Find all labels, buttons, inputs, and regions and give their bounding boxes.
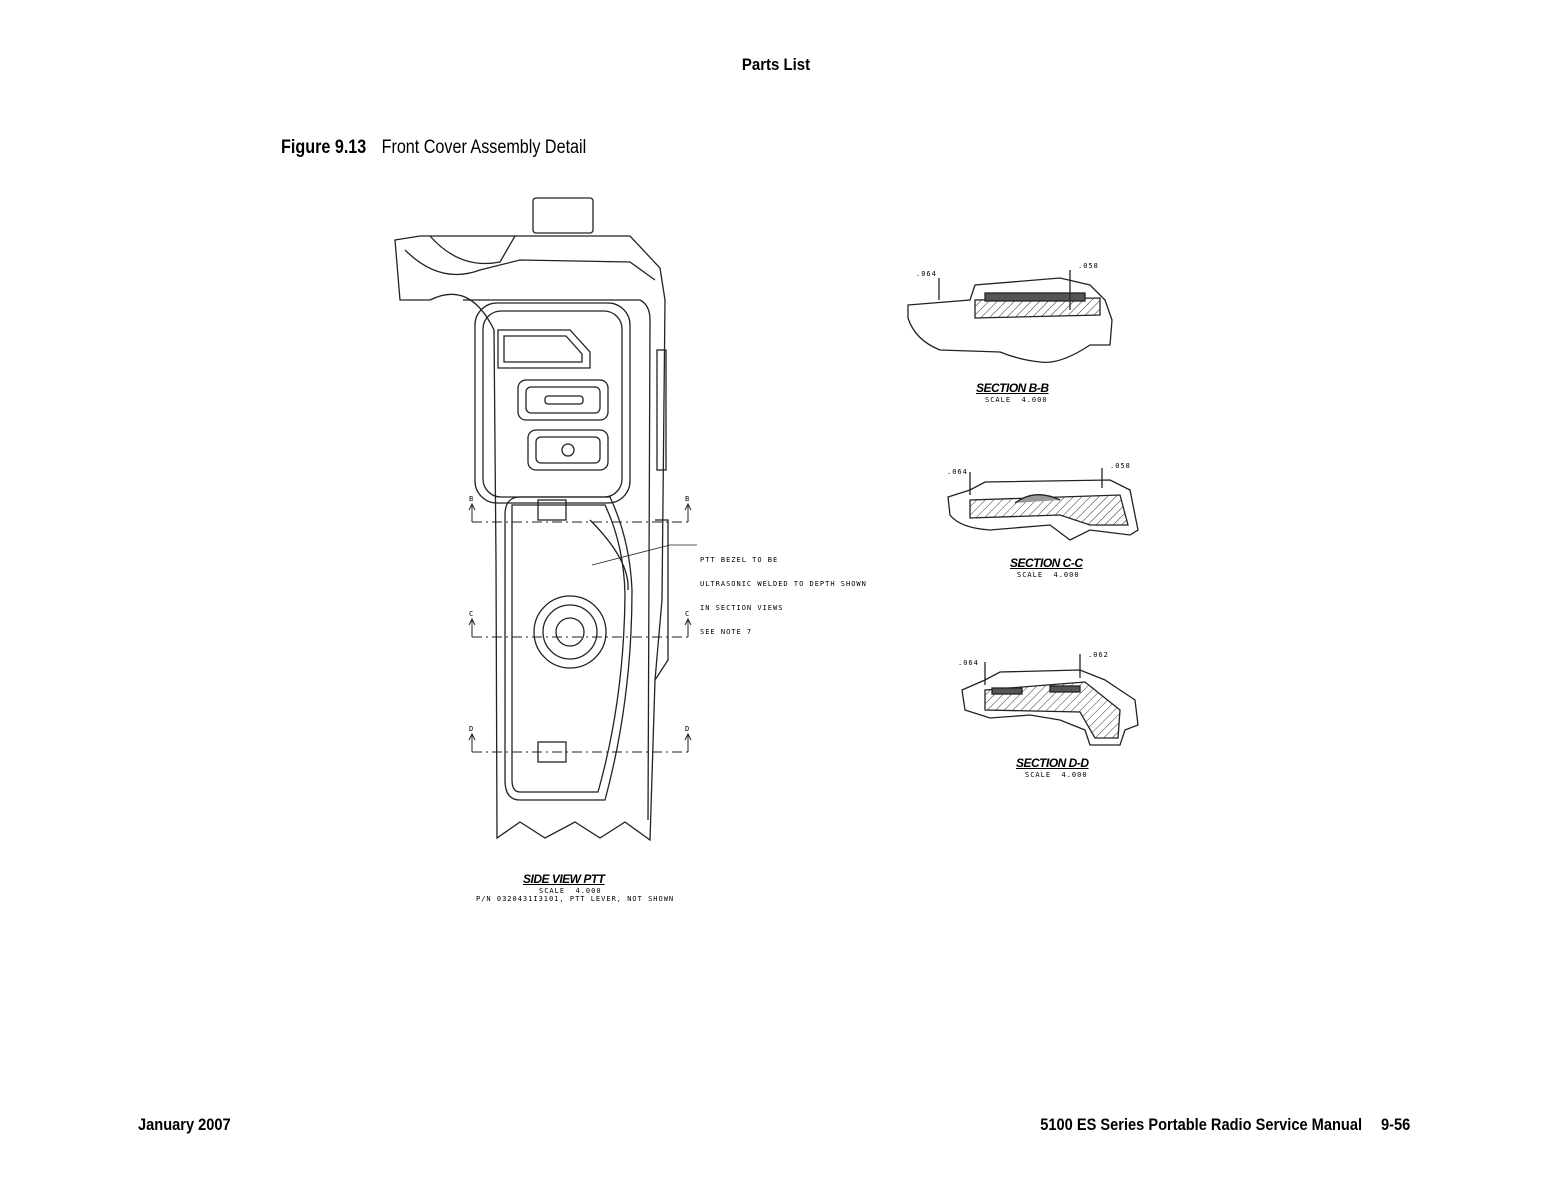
footer-page-number: 9-56 — [1380, 1115, 1410, 1134]
section-c-scale: SCALE 4.000 — [1017, 571, 1080, 579]
section-c-title: SECTION C-C — [1010, 556, 1083, 570]
callout-note: PTT BEZEL TO BE ULTRASONIC WELDED TO DEP… — [700, 540, 867, 644]
marker-c-left: C — [469, 610, 475, 618]
footer-right: 5100 ES Series Portable Radio Service Ma… — [1040, 1115, 1410, 1135]
section-c-c-drawing — [947, 468, 1139, 541]
dim-c-right: .058 — [1110, 462, 1131, 470]
section-b-title: SECTION B-B — [976, 381, 1049, 395]
side-view-note: P/N 0320431I3101, PTT LEVER, NOT SHOWN — [476, 895, 675, 903]
dim-b-right: .058 — [1078, 262, 1099, 270]
footer-date: January 2007 — [138, 1115, 231, 1134]
figure-caption: Figure 9.13 Front Cover Assembly Detail — [281, 137, 586, 159]
marker-d-left: D — [469, 725, 475, 733]
side-view-scale: SCALE 4.000 — [539, 887, 602, 895]
section-d-scale: SCALE 4.000 — [1025, 771, 1088, 779]
marker-d-right: D — [685, 725, 691, 733]
page-header: Parts List — [741, 55, 811, 74]
figure-number: Figure 9.13 — [281, 137, 367, 158]
callout-line: ULTRASONIC WELDED TO DEPTH SHOWN — [700, 580, 867, 588]
section-b-b-drawing — [907, 270, 1113, 364]
side-view-ptt-drawing — [394, 197, 697, 842]
callout-line: SEE NOTE 7 — [700, 628, 753, 636]
callout-line: IN SECTION VIEWS — [700, 604, 784, 612]
marker-b-left: B — [469, 495, 475, 503]
dim-d-right: .062 — [1088, 651, 1109, 659]
dim-d-left: .064 — [958, 659, 979, 667]
side-view-title: SIDE VIEW PTT — [523, 872, 605, 886]
footer-manual: 5100 ES Series Portable Radio Service Ma… — [1040, 1115, 1362, 1134]
figure-title: Front Cover Assembly Detail — [381, 137, 587, 158]
dim-b-left: .064 — [916, 270, 937, 278]
section-b-scale: SCALE 4.000 — [985, 396, 1048, 404]
section-d-d-drawing — [961, 654, 1139, 746]
marker-c-right: C — [685, 610, 691, 618]
dim-c-left: .064 — [947, 468, 968, 476]
callout-line: PTT BEZEL TO BE — [700, 556, 779, 564]
section-d-title: SECTION D-D — [1016, 756, 1089, 770]
marker-b-right: B — [685, 495, 691, 503]
